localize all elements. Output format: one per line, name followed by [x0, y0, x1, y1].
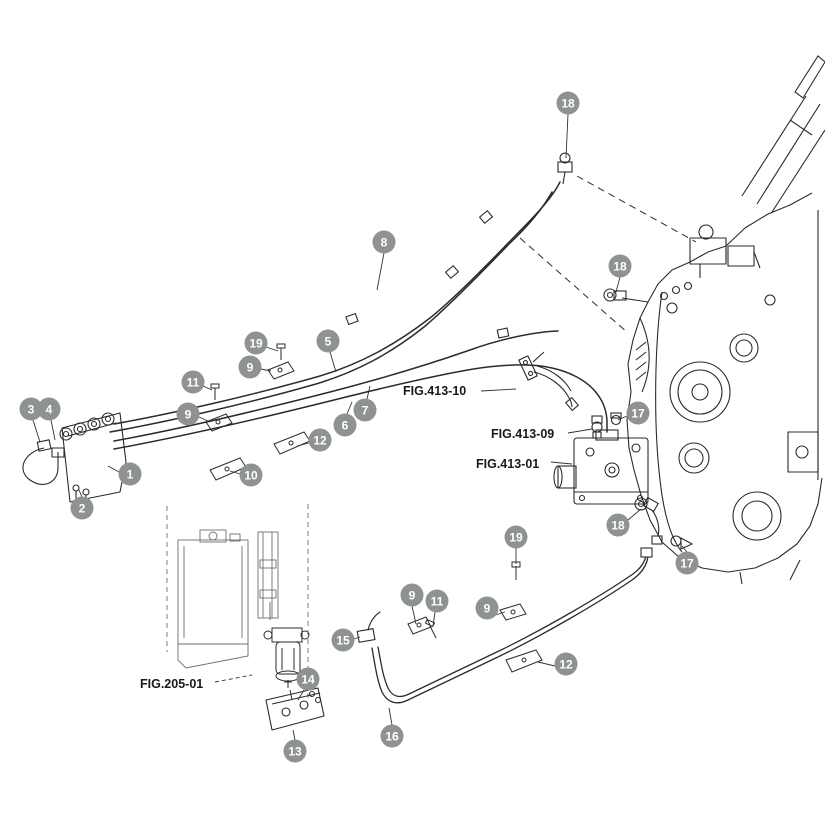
callout-9[interactable]: 9: [176, 402, 200, 426]
callout-7[interactable]: 7: [353, 398, 377, 422]
manifold-assembly: [22, 412, 127, 503]
callout-15[interactable]: 15: [331, 628, 355, 652]
callout-8[interactable]: 8: [372, 230, 396, 254]
valve-block: [553, 429, 649, 505]
figure-ref-fig-413-01: FIG.413-01: [476, 457, 540, 471]
callout-6[interactable]: 6: [333, 413, 357, 437]
callout-18[interactable]: 18: [608, 254, 632, 278]
callout-4[interactable]: 4: [37, 397, 61, 421]
callout-5[interactable]: 5: [316, 329, 340, 353]
callout-16[interactable]: 16: [380, 724, 404, 748]
callout-9[interactable]: 9: [400, 583, 424, 607]
callout-19[interactable]: 19: [244, 331, 268, 355]
lower-pipe: [356, 547, 653, 704]
figure-ref-fig-413-09: FIG.413-09: [491, 427, 555, 441]
callout-18[interactable]: 18: [556, 91, 580, 115]
figure-ref-fig-413-10: FIG.413-10: [403, 384, 467, 398]
callout-12[interactable]: 12: [308, 428, 332, 452]
callout-11[interactable]: 11: [181, 370, 205, 394]
boundary-dashes: [519, 175, 697, 334]
bracket-13: [265, 687, 325, 731]
callout-17[interactable]: 17: [675, 551, 699, 575]
callout-11[interactable]: 11: [425, 589, 449, 613]
callout-10[interactable]: 10: [239, 463, 263, 487]
callout-1[interactable]: 1: [118, 462, 142, 486]
callout-2[interactable]: 2: [70, 496, 94, 520]
callout-3[interactable]: 3: [19, 397, 43, 421]
callout-9[interactable]: 9: [475, 596, 499, 620]
callout-18[interactable]: 18: [606, 513, 630, 537]
frame-rails: [741, 55, 825, 213]
transmission-case: [626, 192, 823, 585]
flanged-pipe-fig413-10: [518, 351, 580, 412]
leader-lines: [32, 113, 688, 741]
callout-12[interactable]: 12: [554, 652, 578, 676]
callout-19[interactable]: 19: [504, 525, 528, 549]
callout-14[interactable]: 14: [296, 667, 320, 691]
callout-9[interactable]: 9: [238, 355, 262, 379]
fuel-tank-reference: [166, 504, 309, 700]
figure-ref-fig-205-01: FIG.205-01: [140, 677, 204, 691]
callout-17[interactable]: 17: [626, 401, 650, 425]
callout-13[interactable]: 13: [283, 739, 307, 763]
fittings: [557, 152, 694, 550]
filter-assembly: [263, 602, 310, 701]
pipe-bundle: [109, 181, 608, 450]
